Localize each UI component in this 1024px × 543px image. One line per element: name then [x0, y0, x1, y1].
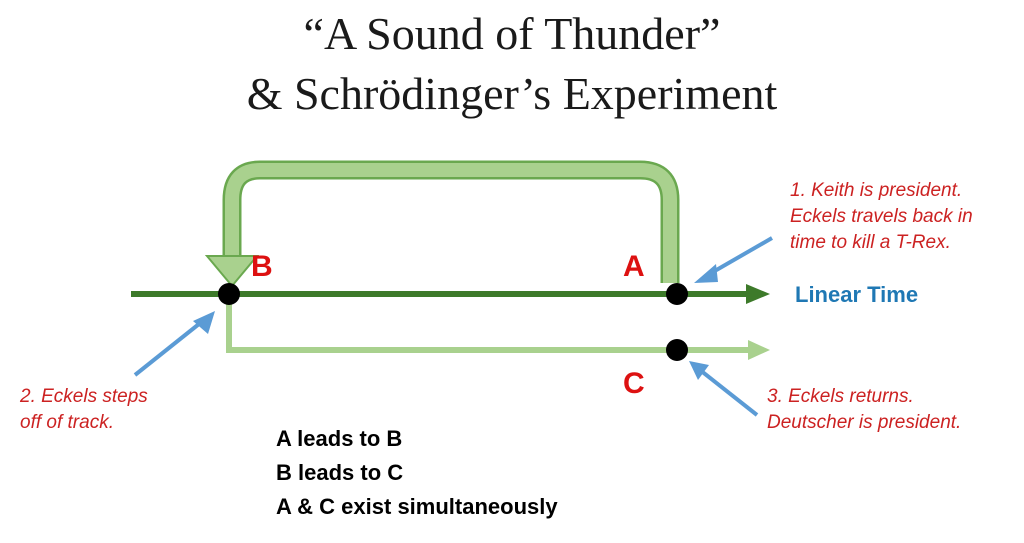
- note-2: 2. Eckels steps off of track.: [20, 384, 148, 436]
- alternate-timeline-arrowhead: [748, 340, 770, 360]
- summary-line-1: A leads to B: [276, 426, 403, 451]
- note-2-line-2: off of track.: [20, 412, 114, 433]
- note-3: 3. Eckels returns. Deutscher is presiden…: [767, 384, 961, 436]
- linear-time-label: Linear Time: [795, 282, 919, 307]
- pointer-arrow-note2: [133, 311, 215, 377]
- note-1-line-2: Eckels travels back in: [790, 206, 973, 227]
- linear-timeline-arrowhead: [746, 284, 770, 304]
- point-a-dot: [666, 283, 688, 305]
- summary-list: A leads to B B leads to C A & C exist si…: [276, 422, 558, 524]
- title-line-1: “A Sound of Thunder”: [303, 8, 721, 59]
- point-a-label: A: [623, 250, 645, 283]
- alternate-timeline-branch: [226, 294, 750, 353]
- time-travel-loop-arrow-fill: [225, 163, 677, 283]
- note-3-line-2: Deutscher is president.: [767, 412, 962, 433]
- summary-line-2: B leads to C: [276, 460, 404, 485]
- time-travel-loop-arrowhead: [204, 255, 260, 288]
- note-2-line-1: 2. Eckels steps: [20, 386, 148, 407]
- point-b-label: B: [251, 250, 273, 283]
- point-c-dot: [666, 339, 688, 361]
- point-c-label: C: [623, 367, 645, 400]
- note-1-line-1: 1. Keith is president.: [790, 180, 963, 201]
- point-b-dot: [218, 283, 240, 305]
- summary-line-3: A & C exist simultaneously: [276, 494, 558, 519]
- pointer-arrow-note1: [694, 236, 773, 283]
- pointer-arrow-note3: [689, 361, 759, 417]
- time-travel-loop-arrow: [222, 160, 680, 283]
- note-1-line-3: time to kill a T-Rex.: [790, 232, 951, 253]
- title-line-2: & Schrödinger’s Experiment: [246, 68, 778, 119]
- note-1: 1. Keith is president. Eckels travels ba…: [790, 178, 973, 256]
- note-3-line-1: 3. Eckels returns.: [767, 386, 914, 407]
